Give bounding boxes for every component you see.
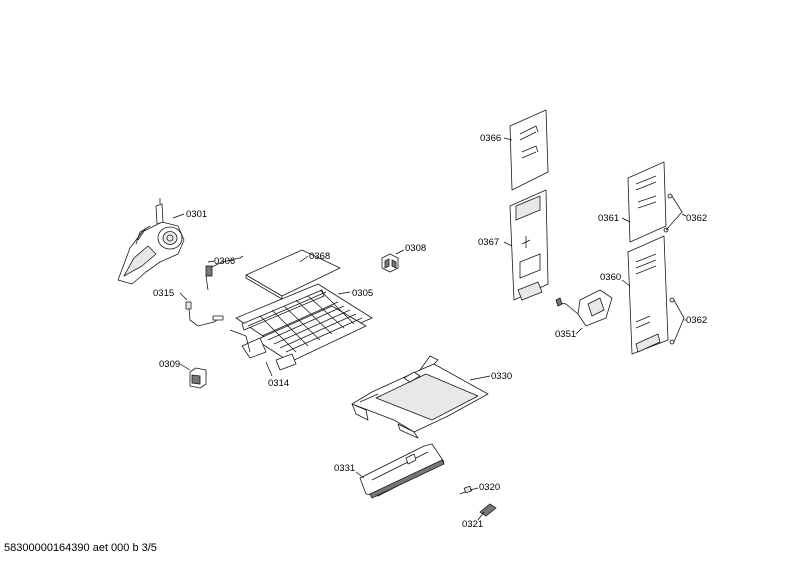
part-0305-evaporator [229, 283, 373, 371]
label-0308: 0308 [405, 243, 426, 254]
label-0309: 0309 [159, 359, 180, 370]
part-0321-clip [479, 503, 497, 517]
label-0331: 0331 [334, 463, 355, 474]
part-0330-drawer-frame [351, 355, 489, 439]
label-0315: 0315 [153, 288, 174, 299]
part-0301-fan-housing [117, 198, 185, 285]
part-0308-clip [381, 253, 399, 273]
label-0367: 0367 [478, 237, 499, 248]
label-0360: 0360 [600, 272, 621, 283]
label-0314: 0314 [268, 378, 289, 389]
part-0315-sensor [185, 301, 224, 327]
label-0362-lower: 0362 [686, 315, 707, 326]
document-footer-id: 58300000164390 aet 000 b 3/5 [4, 542, 157, 554]
part-0309-block [189, 367, 207, 389]
part-0362-screws-lower [669, 297, 685, 345]
part-0351-damper [555, 289, 613, 327]
label-0301: 0301 [186, 209, 207, 220]
part-0320-pin [459, 485, 472, 495]
label-0320: 0320 [479, 482, 500, 493]
part-0366-panel [509, 109, 549, 191]
part-0306-sensor [205, 255, 244, 291]
label-0330: 0330 [491, 371, 512, 382]
part-0331-cover [359, 443, 445, 499]
label-0306: 0306 [214, 256, 235, 267]
label-0368: 0368 [309, 251, 330, 262]
part-0367-panel [509, 189, 549, 301]
label-0366: 0366 [480, 133, 501, 144]
label-0321: 0321 [462, 519, 483, 530]
label-0351: 0351 [555, 329, 576, 340]
part-0362-screws-upper [663, 193, 683, 233]
label-0362-upper: 0362 [686, 213, 707, 224]
label-0361: 0361 [598, 213, 619, 224]
part-0361-panel [627, 161, 667, 243]
part-0360-panel [627, 235, 669, 355]
label-0305: 0305 [352, 288, 373, 299]
